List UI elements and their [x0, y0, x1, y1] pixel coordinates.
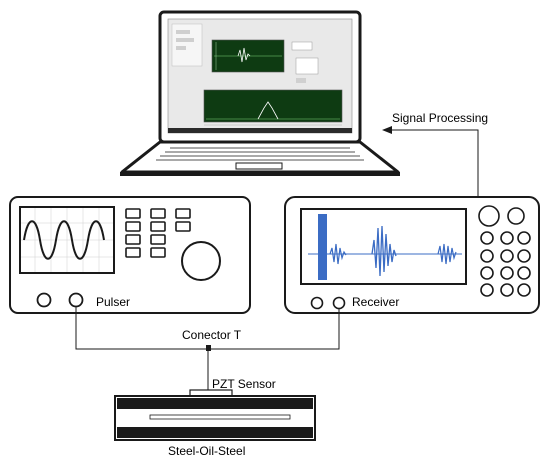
software-window: [167, 18, 353, 134]
ultrasonic-waveform: [308, 214, 462, 280]
pulser-port-left: [36, 292, 52, 308]
steel-oil-steel-sample-icon: [114, 395, 316, 441]
laptop-icon: [120, 10, 400, 176]
sensor-label: PZT Sensor: [212, 377, 276, 391]
receiver-device-icon: [284, 196, 540, 314]
keyboard: [156, 147, 364, 161]
t-junction: [206, 345, 211, 351]
pulser-screen-grid: [21, 208, 113, 272]
signal-processing-arrow: [382, 126, 479, 196]
receiver-port-left: [310, 296, 324, 310]
pulser-label: Pulser: [96, 295, 131, 309]
receiver-port-right: [332, 296, 346, 310]
connector-label: Conector T: [182, 328, 242, 342]
signal-processing-label: Signal Processing: [392, 111, 489, 125]
pulser-port-right: [68, 292, 84, 308]
receiver-label: Receiver: [352, 295, 400, 309]
pulser-device-icon: [9, 196, 251, 314]
receiver-buttons: [478, 205, 531, 297]
sample-label: Steel-Oil-Steel: [168, 444, 246, 458]
pulser-buttons: [125, 208, 191, 258]
sine-wave: [23, 220, 105, 260]
pulser-knob: [181, 241, 221, 281]
